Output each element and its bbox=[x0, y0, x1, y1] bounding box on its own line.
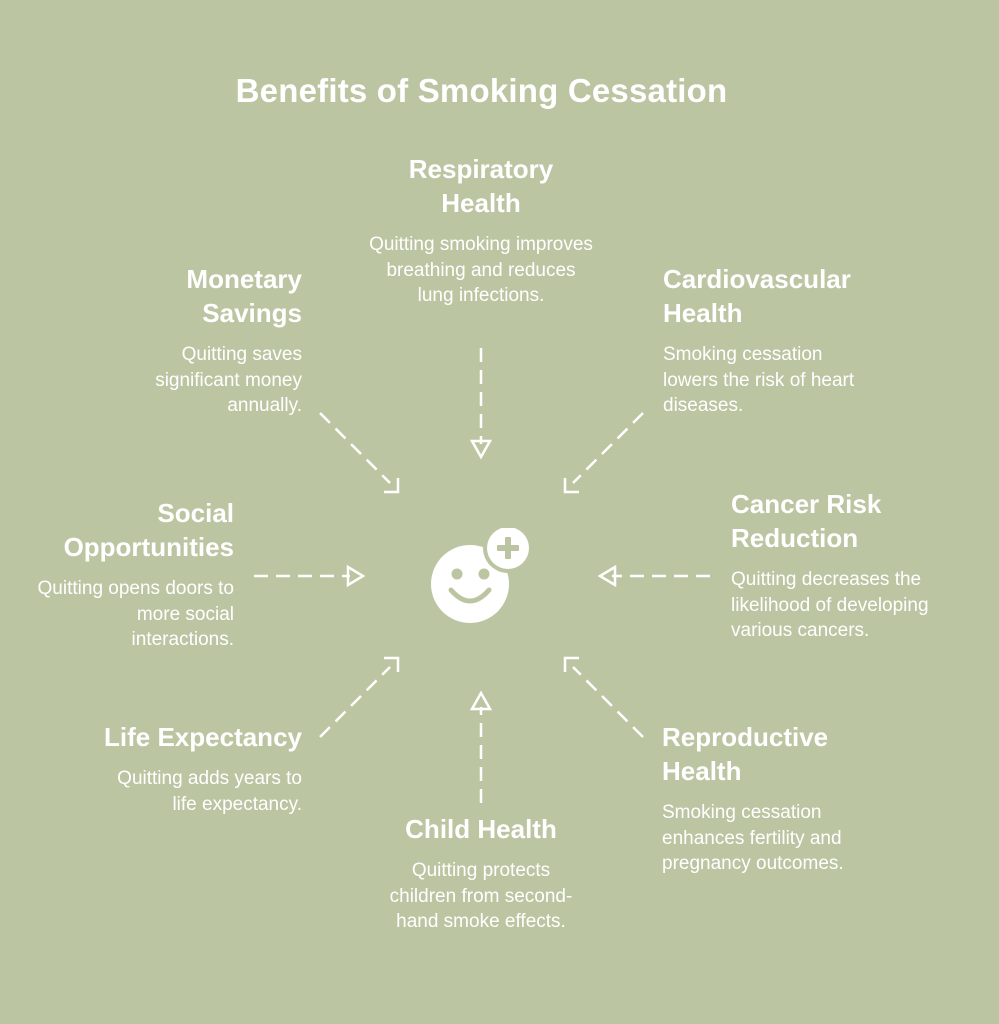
arrow-monetary bbox=[319, 412, 400, 494]
card-respiratory-title: Respiratory Health bbox=[408, 154, 554, 218]
card-child-health: Child Health Quitting protects children … bbox=[378, 812, 584, 935]
card-child-title: Child Health bbox=[405, 814, 557, 844]
card-cancer-text: Quitting decreases the likelihood of dev… bbox=[731, 569, 929, 641]
card-social-title: Social Opportunities bbox=[63, 498, 234, 562]
card-life-expectancy: Life Expectancy Quitting adds years to l… bbox=[100, 720, 302, 817]
card-cardiovascular-text: Smoking cessation lowers the risk of hea… bbox=[663, 344, 855, 416]
card-cancer-title: Cancer Risk Reduction bbox=[731, 489, 882, 553]
arrow-life bbox=[319, 656, 400, 738]
smiley-plus-icon bbox=[431, 528, 533, 623]
card-social-text: Quitting opens doors to more social inte… bbox=[37, 578, 234, 650]
arrow-cardiovascular bbox=[563, 412, 644, 494]
arrow-child bbox=[469, 690, 493, 803]
card-cardiovascular-health: Cardiovascular Health Smoking cessation … bbox=[663, 262, 873, 419]
arrow-social bbox=[254, 564, 366, 588]
card-reproductive-health: Reproductive Health Smoking cessation en… bbox=[662, 720, 852, 877]
card-monetary-savings: Monetary Savings Quitting saves signific… bbox=[132, 262, 302, 419]
card-monetary-title: Monetary Savings bbox=[186, 264, 302, 328]
card-life-text: Quitting adds years to life expectancy. bbox=[117, 768, 302, 815]
card-respiratory-text: Quitting smoking improves breathing and … bbox=[369, 234, 593, 306]
card-life-title: Life Expectancy bbox=[104, 722, 302, 752]
arrow-cancer bbox=[597, 564, 710, 588]
card-cardiovascular-title: Cardiovascular Health bbox=[663, 264, 851, 328]
card-social-opportunities: Social Opportunities Quitting opens door… bbox=[30, 496, 234, 653]
card-cancer-risk-reduction: Cancer Risk Reduction Quitting decreases… bbox=[731, 487, 953, 644]
card-reproductive-title: Reproductive Health bbox=[662, 722, 829, 786]
diagram-title: Benefits of Smoking Cessation bbox=[235, 72, 728, 109]
card-respiratory-health: Respiratory Health Quitting smoking impr… bbox=[368, 152, 594, 309]
arrow-respiratory bbox=[469, 348, 493, 460]
card-reproductive-text: Smoking cessation enhances fertility and… bbox=[662, 802, 844, 874]
card-child-text: Quitting protects children from second-h… bbox=[389, 860, 573, 932]
arrow-reproductive bbox=[563, 656, 644, 738]
card-monetary-text: Quitting saves significant money annuall… bbox=[155, 344, 302, 416]
